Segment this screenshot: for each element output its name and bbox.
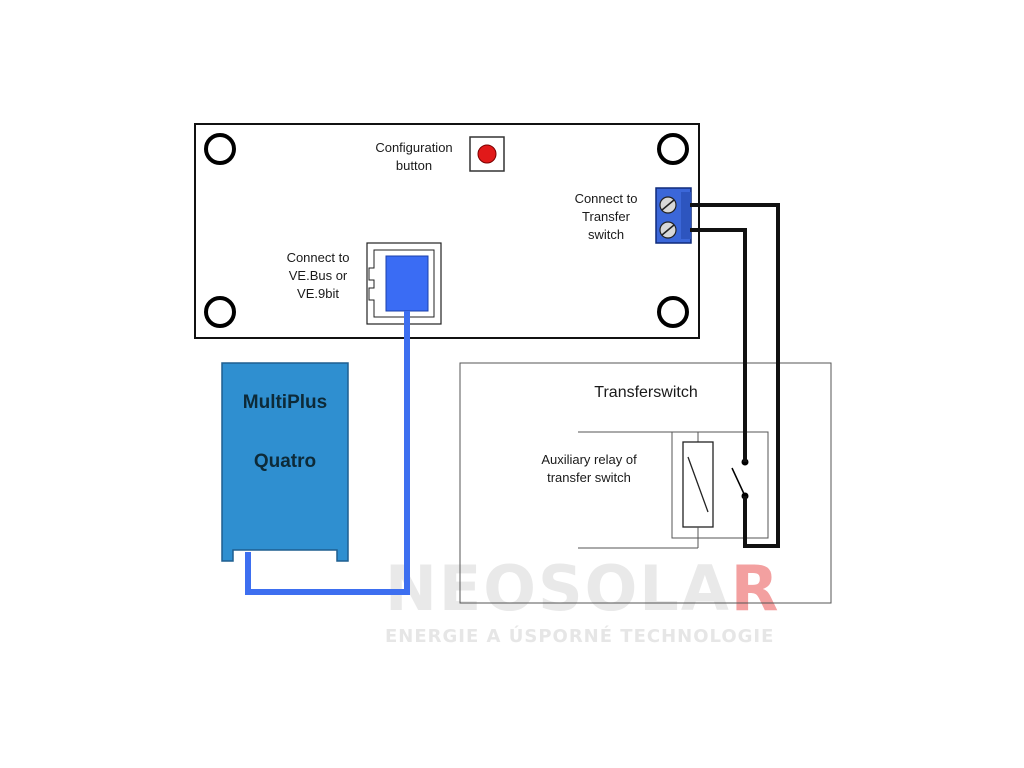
board-outline <box>194 123 700 339</box>
vebus-cable <box>245 311 410 595</box>
watermark: NEOSOLAR ENERGIE A ÚSPORNÉ TECHNOLOGIE <box>385 552 781 647</box>
config-button[interactable] <box>477 144 497 164</box>
mounting-hole-top-left <box>204 133 236 165</box>
transferswitch-title: Transferswitch <box>594 384 697 401</box>
transfer-terminal-label-line2: Transfer <box>582 209 631 224</box>
watermark-brand-accent: R <box>731 552 781 625</box>
watermark-brand-main: NEOSOLA <box>385 552 731 625</box>
transfer-switch-terminal-block[interactable] <box>655 187 692 244</box>
device-label-line2: Quatro <box>254 451 316 472</box>
relay-label-line2: transfer switch <box>547 470 631 485</box>
transfer-terminal-label-line1: Connect to <box>575 191 638 206</box>
multiplus-quatro-unit: MultiPlus Quatro <box>221 362 349 562</box>
aux-relay-housing <box>671 431 769 539</box>
transfer-wire-outer <box>690 203 780 548</box>
watermark-tagline: ENERGIE A ÚSPORNÉ TECHNOLOGIE <box>385 625 774 647</box>
device-label-line1: MultiPlus <box>243 392 327 413</box>
transfer-terminal-label-line3: switch <box>588 227 624 242</box>
rj45-label-line1: Connect to <box>287 250 350 265</box>
relay-label-line1: Auxiliary relay of <box>541 452 637 467</box>
transferswitch-outline <box>459 362 832 604</box>
rj45-plug <box>385 255 429 312</box>
interface-board: Configuration button Connect to Transfer… <box>194 123 700 339</box>
mounting-hole-bottom-right <box>657 296 689 328</box>
mounting-hole-bottom-left <box>204 296 236 328</box>
config-button-label-line1: Configuration <box>375 140 452 155</box>
transfer-wire-inner <box>690 228 747 462</box>
transferswitch-box: Transferswitch Auxiliary relay of transf… <box>459 362 832 604</box>
rj45-label-line2: VE.Bus or <box>289 268 348 283</box>
svg-text:NEOSOLAR: NEOSOLAR <box>385 552 781 625</box>
rj45-label-line3: VE.9bit <box>297 286 339 301</box>
rj45-port[interactable] <box>366 242 442 325</box>
relay-switch-blade <box>731 467 746 497</box>
mounting-hole-top-right <box>657 133 689 165</box>
config-button-label-line2: button <box>396 158 432 173</box>
